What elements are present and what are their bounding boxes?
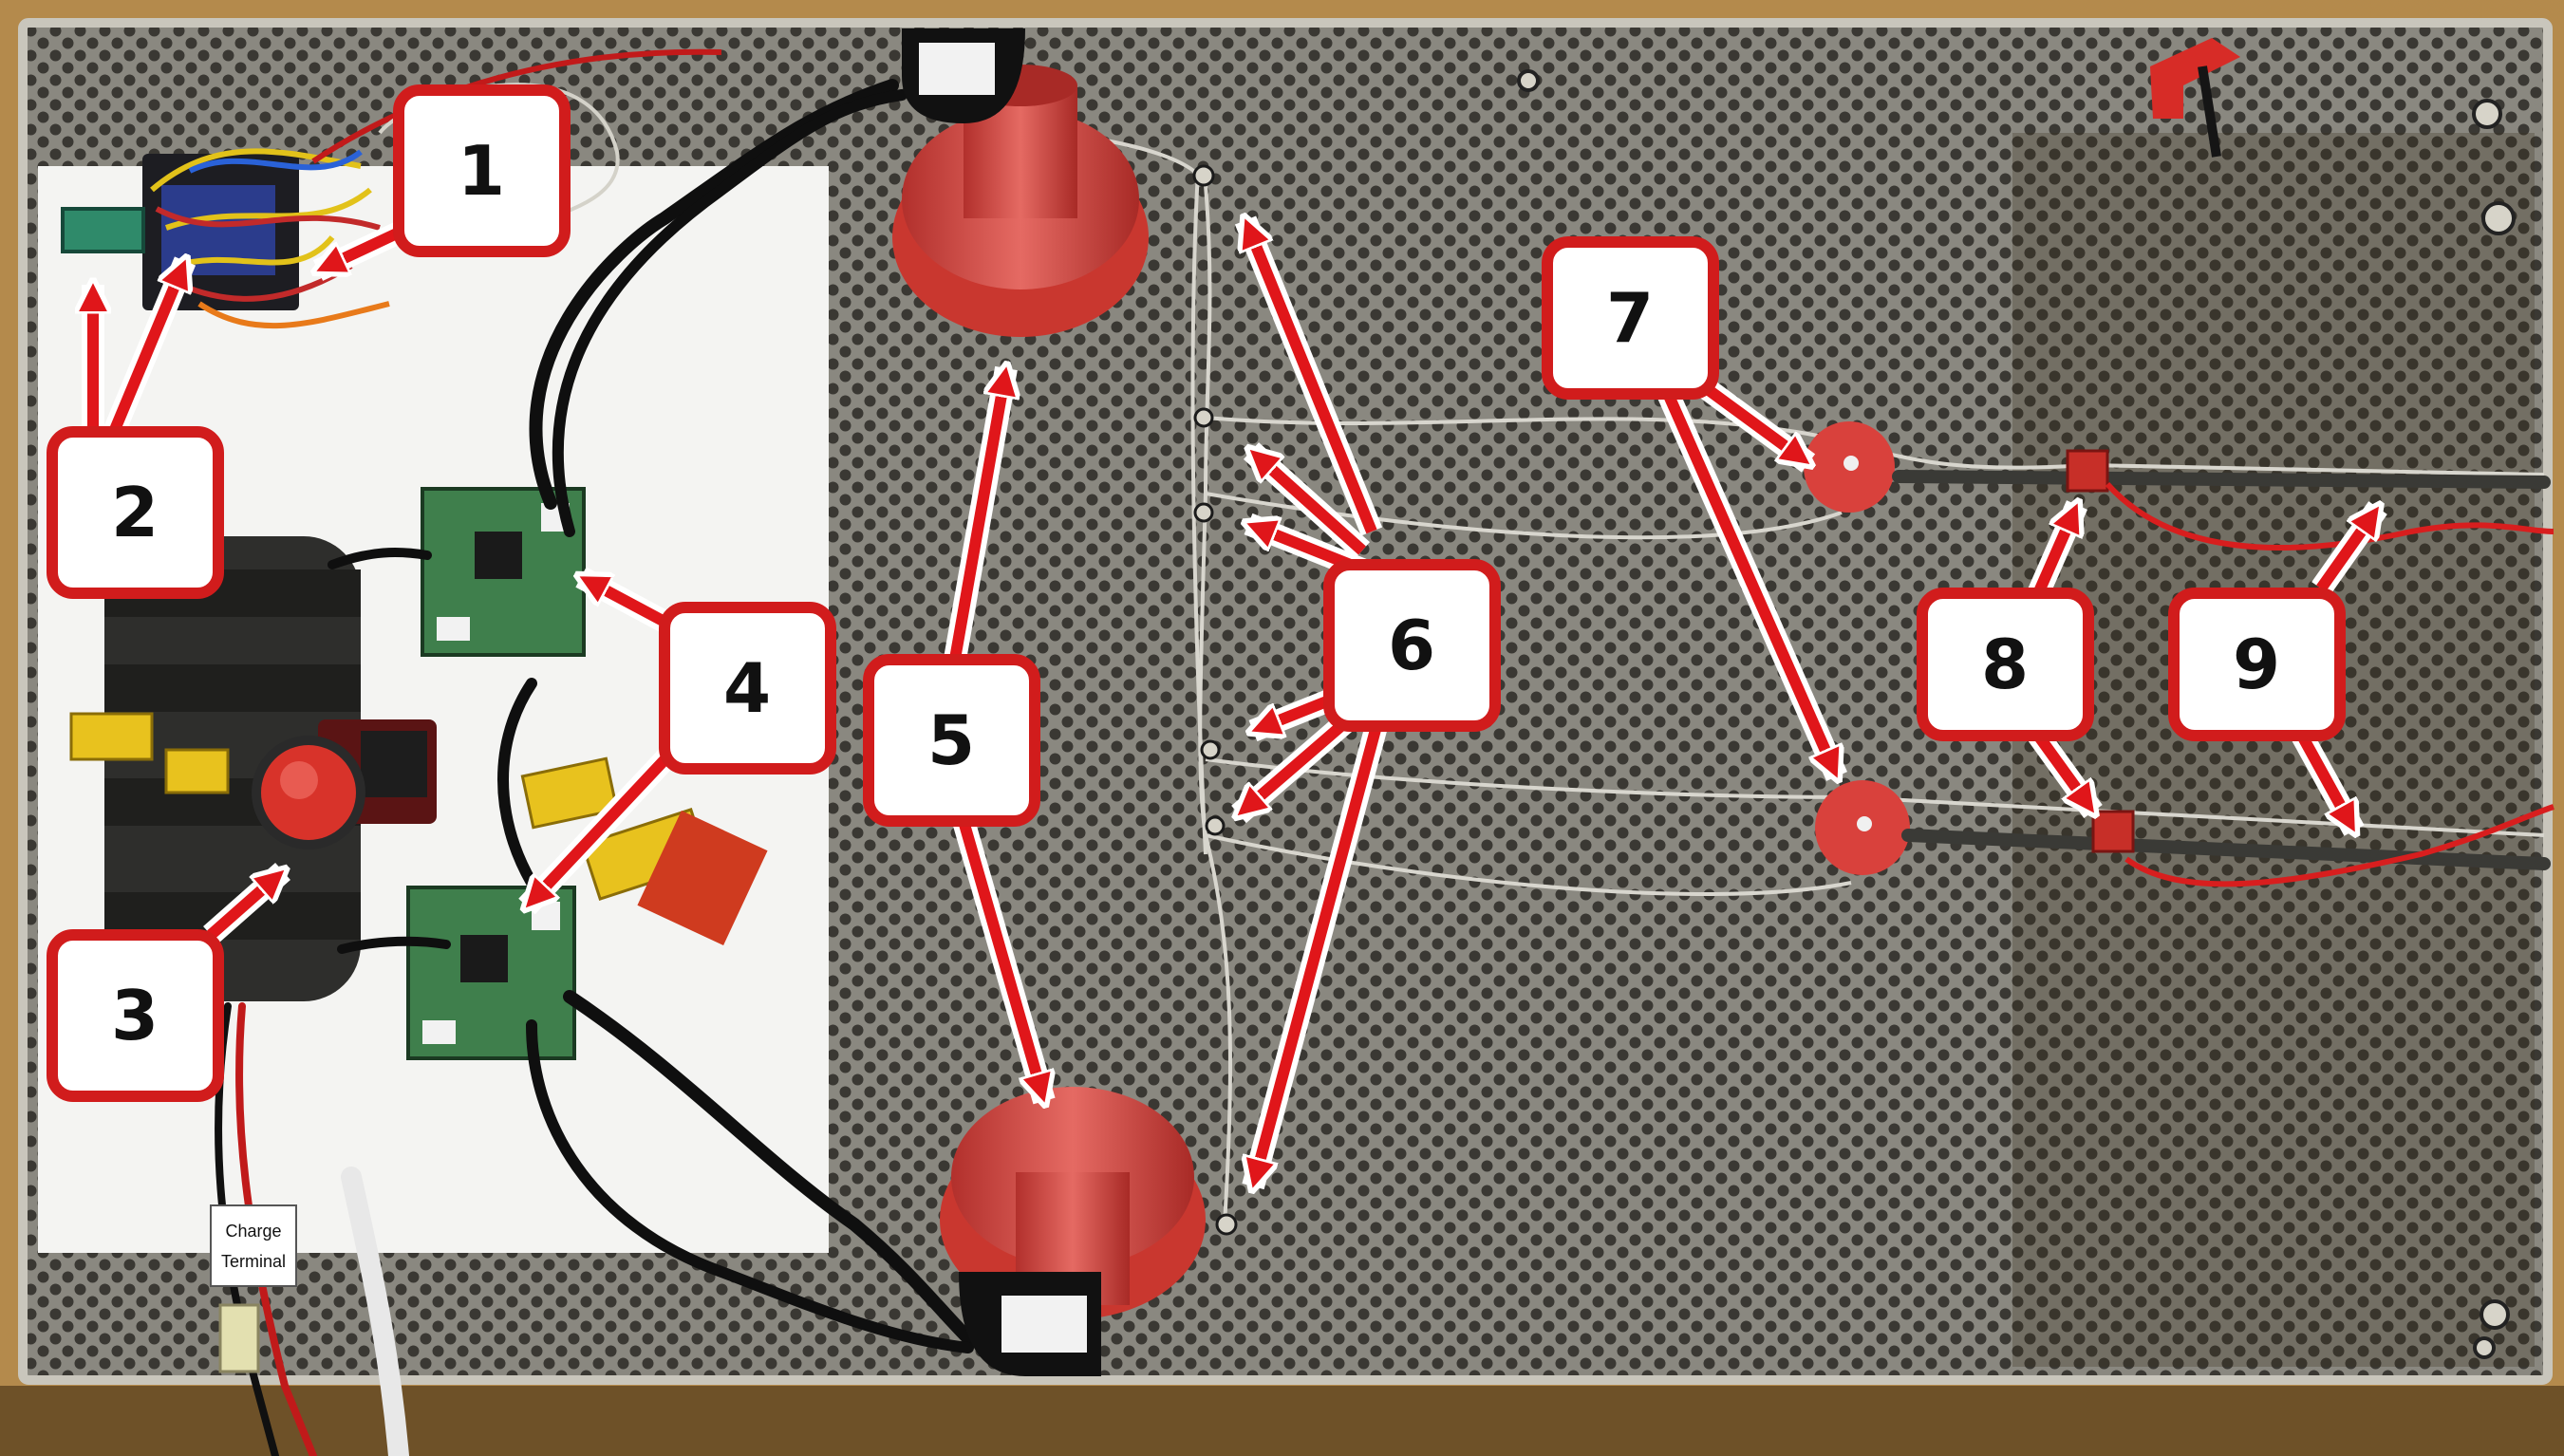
charge-terminal-tag <box>210 1204 297 1287</box>
motor-driver-upper <box>421 487 586 657</box>
cable-guides <box>1192 164 1238 1236</box>
callout-5: 5 <box>863 654 1040 827</box>
callout-7: 7 <box>1542 236 1719 400</box>
annotation-arrows <box>93 220 2387 1186</box>
mounting-bracket <box>2150 38 2240 119</box>
actuator-rods <box>1892 470 2551 870</box>
emergency-stop-button <box>252 736 365 849</box>
callout-8: 8 <box>1917 588 2094 741</box>
red-wires-top <box>311 48 722 164</box>
plate-dark-region <box>2012 133 2535 1367</box>
callout-7-label: 7 <box>1606 278 1654 358</box>
motor-encoder-upper <box>902 28 1025 123</box>
sensor-wire-lower <box>2124 804 2555 887</box>
black-cables <box>328 79 975 1353</box>
callout-4: 4 <box>659 602 836 775</box>
breakout-pcb <box>637 811 768 945</box>
charge-terminal-connector <box>218 1303 260 1373</box>
callout-8-label: 8 <box>1981 625 2029 704</box>
motor-encoder-lower <box>959 1272 1101 1376</box>
callout-3-label: 3 <box>111 976 159 1055</box>
switch-block <box>361 731 427 797</box>
callout-1-label: 1 <box>458 131 505 211</box>
mounting-post <box>2198 65 2221 158</box>
motor-driver-lower <box>406 886 576 1060</box>
force-sensor-lower <box>2091 810 2135 853</box>
sensor-board <box>61 207 145 253</box>
callout-5-label: 5 <box>927 700 975 780</box>
callout-6: 6 <box>1323 559 1501 732</box>
plate-bolts <box>1517 69 2516 1359</box>
anchor-pin-lower <box>1815 780 1910 875</box>
spool-upper <box>892 65 1149 337</box>
callout-9-label: 9 <box>2233 625 2280 704</box>
callout-3: 3 <box>47 929 224 1102</box>
callout-9: 9 <box>2168 588 2346 741</box>
charge-terminal-label-line1: Charge <box>225 1222 281 1241</box>
callout-6-label: 6 <box>1388 606 1435 685</box>
anchor-pin-upper <box>1804 421 1895 513</box>
callout-2-label: 2 <box>111 473 159 552</box>
callout-1: 1 <box>393 84 571 257</box>
force-sensor-upper <box>2066 449 2109 493</box>
callout-2: 2 <box>47 426 224 599</box>
charge-terminal-label-line2: Terminal <box>221 1252 286 1271</box>
callout-4-label: 4 <box>723 648 771 728</box>
floor-shadow <box>0 1386 2564 1456</box>
